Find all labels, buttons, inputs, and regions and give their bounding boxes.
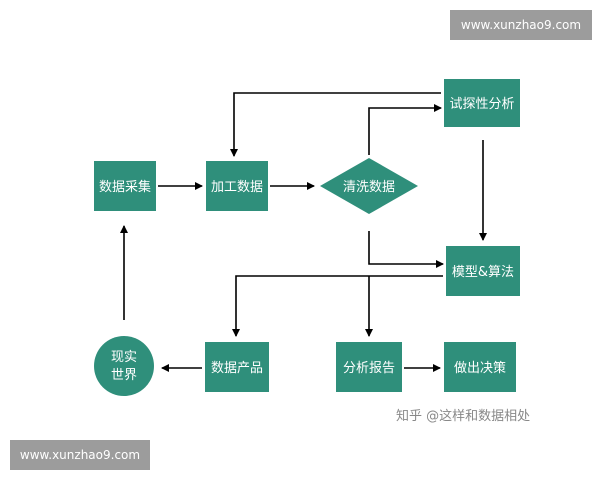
node-world: 现实 世界 (94, 336, 154, 396)
node-decision: 做出决策 (444, 342, 516, 392)
watermark-bottom-text: www.xunzhao9.com (19, 448, 141, 462)
node-model: 模型&算法 (446, 246, 520, 296)
node-report: 分析报告 (336, 342, 402, 392)
node-collect: 数据采集 (94, 161, 156, 211)
node-clean: 清洗数据 (320, 158, 418, 214)
arrow-model-to-product (232, 275, 443, 337)
watermark-top-text: www.xunzhao9.com (460, 18, 582, 32)
watermark-top: www.xunzhao9.com (450, 10, 592, 40)
node-clean-label: 清洗数据 (343, 180, 395, 195)
connectors (120, 92, 487, 372)
node-process: 加工数据 (206, 161, 268, 211)
watermark-bottom: www.xunzhao9.com (10, 440, 150, 470)
node-product-label: 数据产品 (211, 361, 263, 376)
arrow-explore-to-process (230, 92, 441, 157)
arrow-clean-to-model (368, 231, 444, 268)
node-collect-label: 数据采集 (99, 179, 151, 195)
node-report-label: 分析报告 (343, 361, 395, 376)
node-world-label-line1: 现实 (111, 350, 137, 365)
node-explore-label: 试探性分析 (449, 97, 514, 112)
node-world-label-line2: 世界 (111, 368, 137, 383)
node-decision-label: 做出决策 (454, 360, 506, 376)
arrow-clean-to-explore (368, 104, 442, 155)
node-process-label: 加工数据 (211, 180, 263, 195)
author-credit: 知乎 @这样和数据相处 (396, 408, 530, 424)
node-product: 数据产品 (205, 342, 269, 392)
node-explore: 试探性分析 (444, 79, 520, 127)
node-model-label: 模型&算法 (452, 265, 514, 280)
